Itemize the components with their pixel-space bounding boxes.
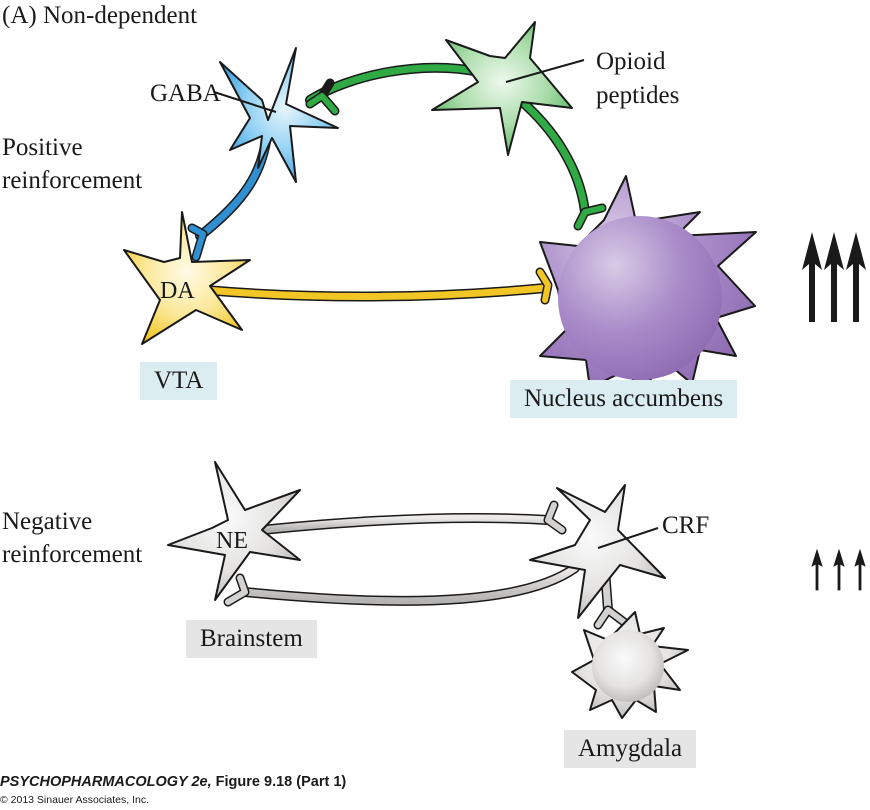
panel-title: (A) Non-dependent	[2, 2, 198, 29]
nac-neuron	[539, 175, 757, 393]
crf-neuron	[529, 484, 666, 619]
negative-reinforcement-label-line1: Negative	[2, 508, 93, 535]
nucleus-accumbens-region-label: Nucleus accumbens	[510, 380, 738, 418]
negative-reinforcement-label-line2: reinforcement	[2, 541, 143, 568]
book-title: PSYCHOPHARMACOLOGY 2e,	[0, 774, 212, 790]
amygdala-neuron	[571, 611, 689, 719]
opioid-to-gaba-axon	[305, 62, 485, 116]
positive-reinforcement-label-line2: reinforcement	[2, 167, 143, 194]
opioid-label-line2: peptides	[596, 82, 680, 109]
vta-region-label: VTA	[140, 362, 218, 400]
gaba-leader-line	[213, 91, 277, 113]
ne-neuron	[167, 461, 301, 601]
crf-leader-line	[597, 527, 659, 549]
ne-to-crf-axon	[257, 500, 567, 535]
figure-number: Figure 9.18 (Part 1)	[211, 774, 347, 790]
brainstem-region-label: Brainstem	[186, 620, 317, 658]
gaba-label: GABA	[150, 80, 221, 107]
ne-label: NE	[216, 528, 248, 554]
da-neuron	[123, 211, 251, 345]
positive-reinforcement-label-line1: Positive	[2, 134, 83, 161]
copyright: © 2013 Sinauer Associates, Inc.	[0, 794, 149, 806]
amygdala-region-label: Amygdala	[564, 730, 697, 768]
small-increase-arrows	[811, 548, 866, 591]
large-increase-arrows	[802, 232, 866, 322]
gaba-neuron	[219, 47, 339, 183]
da-to-nac-axon	[200, 267, 553, 305]
figure-caption: PSYCHOPHARMACOLOGY 2e, Figure 9.18 (Part…	[0, 774, 346, 790]
crf-to-ne-axon	[223, 563, 580, 607]
opioid-label-line1: Opioid	[596, 48, 666, 75]
opioid-leader-line	[505, 59, 585, 83]
opioid-neuron	[431, 21, 573, 156]
da-label: DA	[160, 278, 195, 304]
crf-label: CRF	[662, 512, 710, 539]
opioid-to-nac-axon	[515, 95, 607, 231]
